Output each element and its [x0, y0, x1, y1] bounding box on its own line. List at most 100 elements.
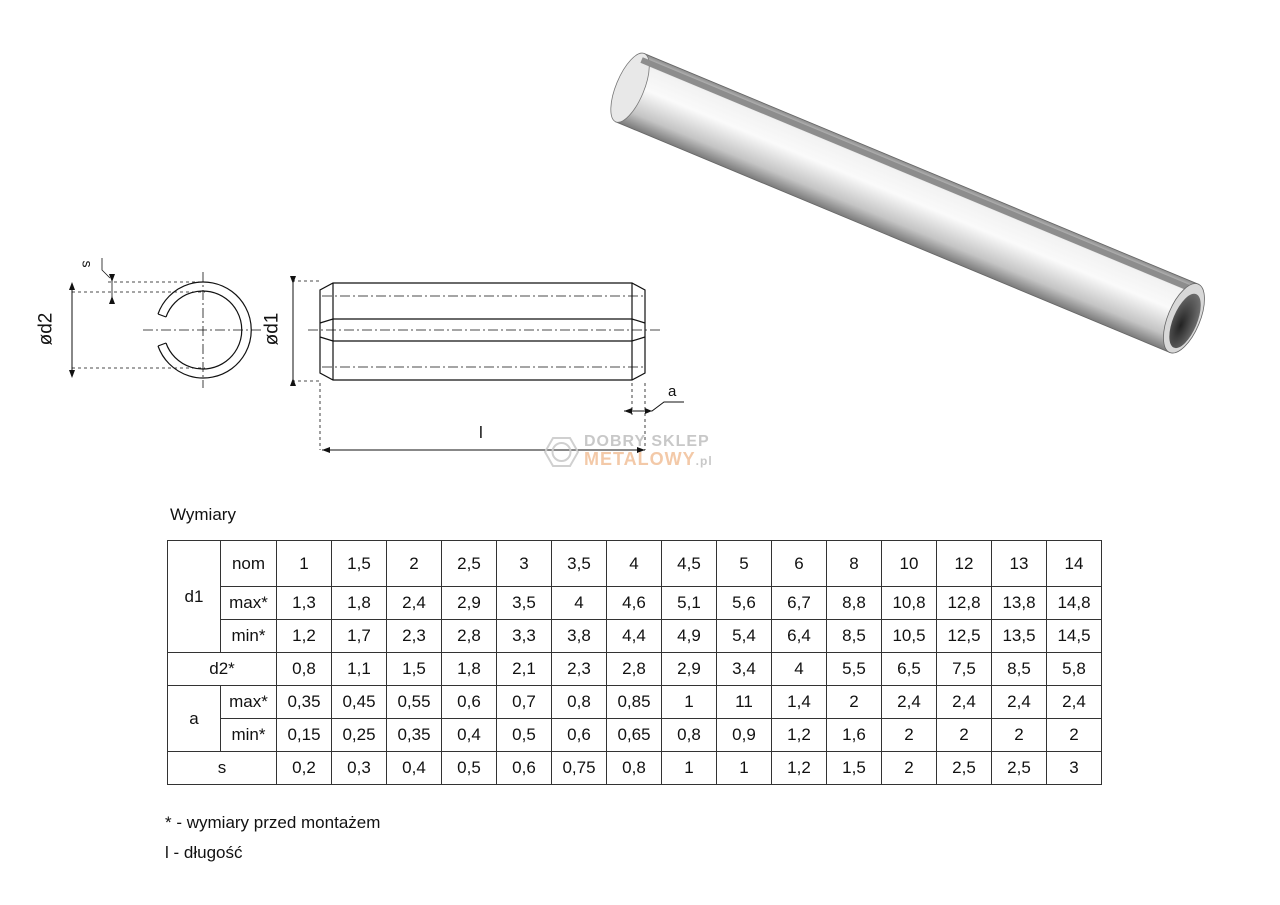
table-cell: 10,5	[881, 619, 937, 653]
table-cell: 14,5	[1046, 619, 1102, 653]
table-cell: 1,2	[771, 718, 827, 752]
table-cell: 0,75	[551, 751, 607, 785]
dimension-label-d2: ød2	[35, 312, 57, 346]
table-cell: 0,4	[386, 751, 442, 785]
table-cell: 0,85	[606, 685, 662, 719]
table-cell: 13,8	[991, 586, 1047, 620]
table-cell: 0,9	[716, 718, 772, 752]
table-cell: 0,3	[331, 751, 387, 785]
table-cell: 0,25	[331, 718, 387, 752]
table-cell: 2	[881, 718, 937, 752]
row-sublabel-max: max*	[220, 586, 277, 620]
table-cell: 0,7	[496, 685, 552, 719]
table-cell: 2,4	[386, 586, 442, 620]
table-cell: 2,4	[936, 685, 992, 719]
table-cell: 0,15	[276, 718, 332, 752]
table-cell: 5,4	[716, 619, 772, 653]
table-cell: 1,2	[276, 619, 332, 653]
table-cell: 5,5	[826, 652, 882, 686]
table-cell: 6,5	[881, 652, 937, 686]
table-cell: 1,3	[276, 586, 332, 620]
row-group-a: a	[167, 685, 221, 752]
table-cell: 1,5	[826, 751, 882, 785]
watermark-line2: METALOWY.pl	[584, 449, 713, 469]
table-cell: 7,5	[936, 652, 992, 686]
table-cell: 6,4	[771, 619, 827, 653]
table-cell: 0,6	[551, 718, 607, 752]
pin-3d-render	[610, 52, 1205, 354]
table-cell: 1	[661, 685, 717, 719]
table-cell: 2	[991, 718, 1047, 752]
table-cell: 8,5	[991, 652, 1047, 686]
table-cell: 2	[1046, 718, 1102, 752]
table-cell: 1,2	[771, 751, 827, 785]
table-cell: 2,8	[606, 652, 662, 686]
table-cell: 3,5	[551, 540, 607, 587]
table-cell: 0,65	[606, 718, 662, 752]
table-cell: 0,8	[606, 751, 662, 785]
table-cell: 4,9	[661, 619, 717, 653]
pin-side-view	[308, 282, 660, 381]
table-cell: 14,8	[1046, 586, 1102, 620]
table-cell: 5,6	[716, 586, 772, 620]
footnote-length: l - długość	[165, 843, 243, 862]
table-cell: 11	[716, 685, 772, 719]
dimension-label-a: a	[668, 383, 677, 400]
table-cell: 6	[771, 540, 827, 587]
table-cell: 2,8	[441, 619, 497, 653]
table-cell: 12,5	[936, 619, 992, 653]
table-title: Wymiary	[170, 505, 236, 524]
row-sublabel-max: max*	[220, 685, 277, 719]
table-cell: 6,7	[771, 586, 827, 620]
table-cell: 4,6	[606, 586, 662, 620]
table-cell: 0,8	[661, 718, 717, 752]
table-cell: 5,8	[1046, 652, 1102, 686]
table-cell: 2	[936, 718, 992, 752]
watermark-line1: DOBRY SKLEP	[584, 433, 710, 450]
row-group-s: s	[167, 751, 277, 785]
table-cell: 0,6	[441, 685, 497, 719]
table-cell: 1,7	[331, 619, 387, 653]
table-cell: 13,5	[991, 619, 1047, 653]
table-cell: 1,8	[331, 586, 387, 620]
table-cell: 2,3	[386, 619, 442, 653]
table-cell: 13	[991, 540, 1047, 587]
table-cell: 2,4	[881, 685, 937, 719]
table-cell: 2,5	[441, 540, 497, 587]
dimension-label-l: l	[479, 423, 483, 442]
table-cell: 1,5	[331, 540, 387, 587]
table-cell: 0,8	[276, 652, 332, 686]
table-cell: 0,5	[496, 718, 552, 752]
table-cell: 10,8	[881, 586, 937, 620]
row-group-d1: d1	[167, 540, 221, 653]
table-cell: 2	[386, 540, 442, 587]
footnote-asterisk: * - wymiary przed montażem	[165, 813, 381, 832]
table-cell: 4,4	[606, 619, 662, 653]
watermark-logo	[543, 437, 580, 467]
row-sublabel-min: min*	[220, 718, 277, 752]
table-cell: 2	[826, 685, 882, 719]
table-cell: 1	[716, 751, 772, 785]
table-cell: 1,4	[771, 685, 827, 719]
table-cell: 2,5	[936, 751, 992, 785]
table-cell: 12,8	[936, 586, 992, 620]
table-cell: 2,9	[661, 652, 717, 686]
table-cell: 3,5	[496, 586, 552, 620]
table-cell: 1,1	[331, 652, 387, 686]
table-cell: 0,35	[386, 718, 442, 752]
table-cell: 0,55	[386, 685, 442, 719]
table-cell: 2,4	[1046, 685, 1102, 719]
table-cell: 1,5	[386, 652, 442, 686]
table-cell: 0,45	[331, 685, 387, 719]
row-group-d2: d2*	[167, 652, 277, 686]
table-cell: 1	[276, 540, 332, 587]
row-sublabel-nom: nom	[220, 540, 277, 587]
table-cell: 1	[661, 751, 717, 785]
table-cell: 0,8	[551, 685, 607, 719]
